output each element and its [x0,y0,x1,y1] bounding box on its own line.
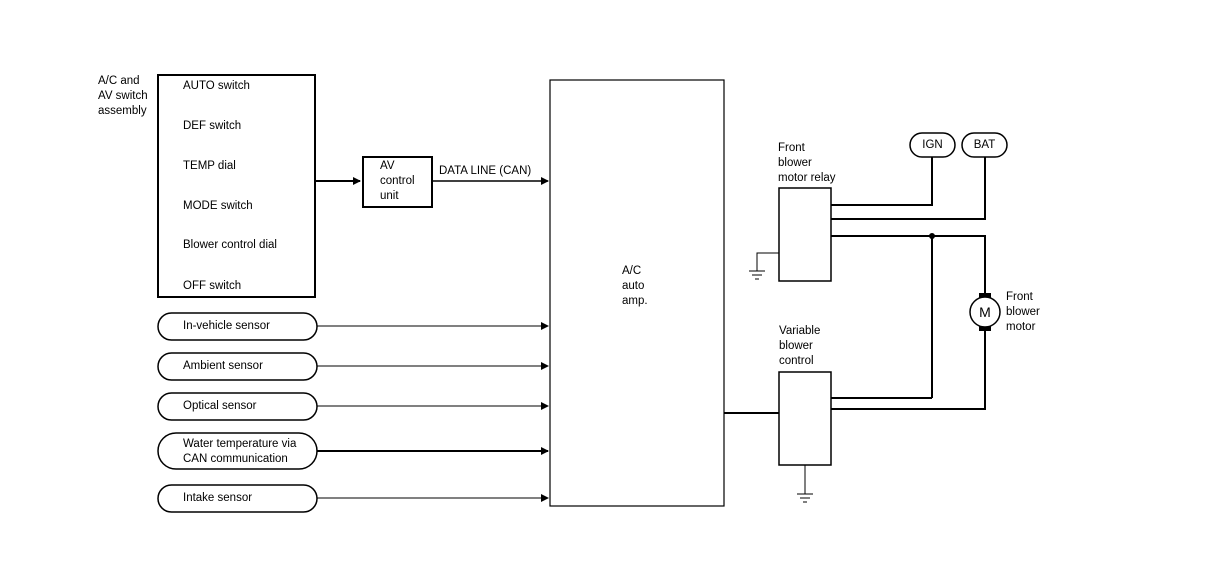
switch-mode: MODE switch [183,200,253,212]
sensor-intake-label: Intake sensor [183,492,253,504]
switch-off: OFF switch [183,280,242,292]
ign-wire [831,157,933,206]
motor-icon [969,293,1001,331]
ign-terminal [909,132,956,158]
variable-blower-control-box [778,371,832,466]
variable-control-label: Variable blower control [779,325,821,367]
motor-to-variable-wire [831,331,986,410]
dial-blower-control: Blower control dial [183,239,277,251]
switch-auto: AUTO switch [183,80,250,92]
switch-def: DEF switch [183,120,242,132]
bat-terminal [961,132,1008,158]
sensor-in-vehicle-label: In-vehicle sensor [183,320,270,332]
bat-wire [831,157,986,220]
data-line-label: DATA LINE (CAN) [439,165,532,177]
auto-amp-label: A/C auto amp. [622,265,648,307]
relay-box [778,187,832,282]
av-control-unit-box [362,156,433,208]
auto-amp-box [549,79,725,507]
assembly-label: A/C and AV switch assembly [98,75,148,117]
relay-label: Front blower motor relay [778,142,836,184]
relay-to-motor-wire [831,235,986,294]
ground-icon [749,270,765,280]
dial-temp: TEMP dial [183,160,236,172]
sensor-ambient-label: Ambient sensor [183,360,263,372]
motor-label: Front blower motor [1006,291,1040,333]
switch-assembly-box [157,74,316,298]
bat-label: BAT [973,139,996,151]
sensor-water-temperature-label: Water temperature via CAN communication [183,438,297,465]
motor-symbol: M [979,304,991,320]
ground-icon [797,493,813,503]
relay-ground-wire [756,252,779,271]
ign-label: IGN [922,139,943,151]
sensor-optical-label: Optical sensor [183,400,257,412]
av-control-unit-label: AV control unit [380,160,415,202]
